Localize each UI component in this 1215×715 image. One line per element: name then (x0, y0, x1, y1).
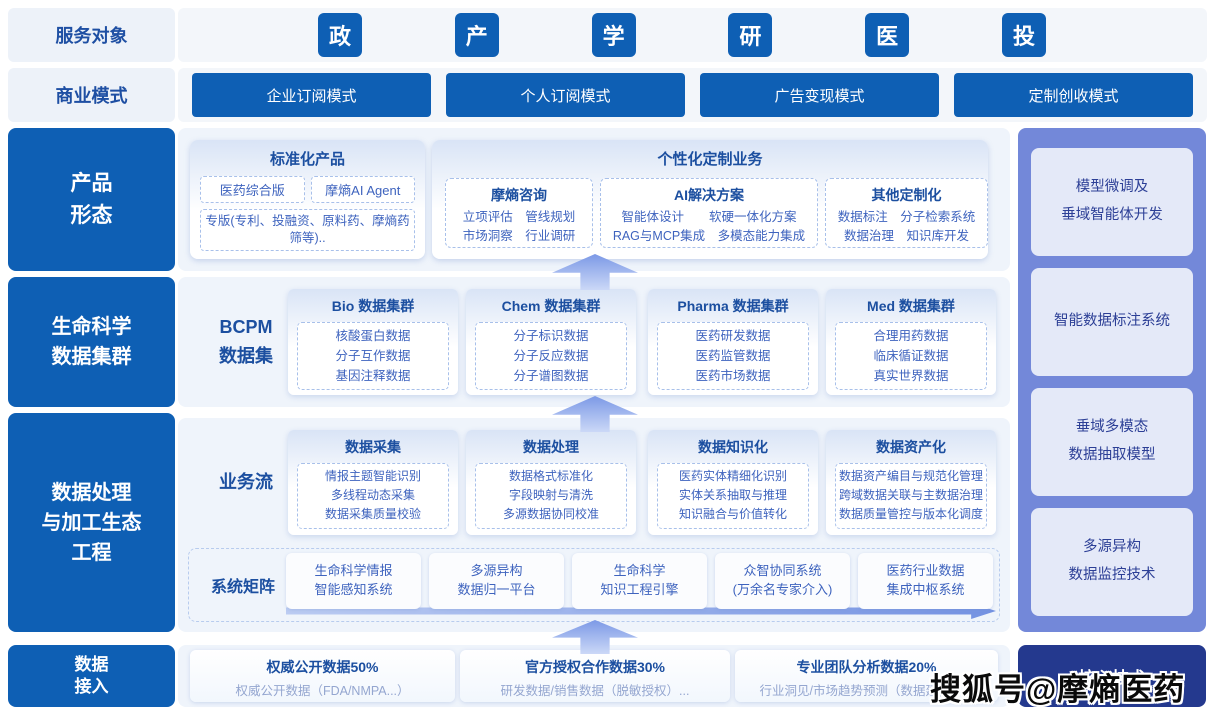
core-tech-label: 核心技术 (1018, 645, 1206, 707)
system-data-unification: 多源异构 数据归一平台 (429, 553, 564, 609)
stage-data-collection: 数据采集 情报主题智能识别 多线程动态采集 数据采集质量校验 (288, 430, 458, 535)
standard-products-card: 标准化产品 医药综合版 摩熵AI Agent 专版(专利、投融资、原料药、摩熵药… (190, 140, 425, 259)
cluster-chem-title: Chem 数据集群 (501, 298, 601, 314)
stage-data-processing-items: 数据格式标准化 字段映射与清洗 多源数据协同校准 (475, 463, 627, 529)
mode-personal-subscription: 个人订阅模式 (446, 73, 685, 117)
cluster-pharma-title: Pharma 数据集群 (677, 298, 789, 314)
chip-special-editions: 专版(专利、投融资、原料药、摩熵药筛等).. (200, 209, 415, 251)
service-objects-label: 服务对象 (8, 8, 175, 62)
core-tech-column: 模型微调及 垂域智能体开发 智能数据标注系统 垂域多模态 数据抽取模型 多源异构… (1018, 128, 1206, 632)
source-authorized-data-title: 官方授权合作数据30% (524, 659, 666, 675)
cluster-med-items: 合理用药数据 临床循证数据 真实世界数据 (835, 322, 987, 390)
system-matrix-panel: 系统矩阵 生命科学情报 智能感知系统 多源异构 数据归一平台 生命科学 知识工程… (188, 548, 1000, 622)
cluster-bio: Bio 数据集群 核酸蛋白数据 分子互作数据 基因注释数据 (288, 289, 458, 395)
group-other-customization: 其他定制化 数据标注 分子检索系统 数据治理 知识库开发 (825, 178, 988, 248)
source-analysis-data-title: 专业团队分析数据20% (796, 659, 937, 675)
system-crowd-collaboration: 众智协同系统 (万余名专家介入) (715, 553, 850, 609)
system-data-integration-hub: 医药行业数据 集成中枢系统 (858, 553, 993, 609)
source-authorized-data: 官方授权合作数据30% 研发数据/销售数据（脱敏授权）... (460, 650, 730, 702)
stage-data-knowledge-items: 医药实体精细化识别 实体关系抽取与推理 知识融合与价值转化 (657, 463, 809, 529)
source-analysis-data: 专业团队分析数据20% 行业洞见/市场趋势预测（数据建模）... (735, 650, 998, 702)
group-consulting: 摩熵咨询 立项评估 管线规划 市场洞察 行业调研 (445, 178, 593, 248)
product-form-row: 标准化产品 医药综合版 摩熵AI Agent 专版(专利、投融资、原料药、摩熵药… (178, 128, 1010, 271)
data-access-row: 权威公开数据50% 权威公开数据（FDA/NMPA...） 官方授权合作数据30… (178, 645, 1010, 707)
cluster-bio-items: 核酸蛋白数据 分子互作数据 基因注释数据 (297, 322, 449, 390)
stage-data-processing: 数据处理 数据格式标准化 字段映射与清洗 多源数据协同校准 (466, 430, 636, 535)
source-public-data: 权威公开数据50% 权威公开数据（FDA/NMPA...） (190, 650, 455, 702)
badge-medical: 医 (865, 13, 910, 57)
business-model-label: 商业模式 (8, 68, 175, 122)
stage-data-assetization-title: 数据资产化 (876, 439, 946, 455)
mode-ad-monetization: 广告变现模式 (700, 73, 939, 117)
badge-gov: 政 (318, 13, 362, 57)
cluster-med-title: Med 数据集群 (867, 298, 955, 314)
system-knowledge-engine: 生命科学 知识工程引擎 (572, 553, 707, 609)
stage-data-collection-items: 情报主题智能识别 多线程动态采集 数据采集质量校验 (297, 463, 449, 529)
system-intelligence-sensing: 生命科学情报 智能感知系统 (286, 553, 421, 609)
left-block-data-processing: 数据处理 与加工生态 工程 (8, 413, 175, 632)
group-ai-solutions-title: AI解决方案 (674, 187, 744, 203)
standard-products-chip-row: 医药综合版 摩熵AI Agent (200, 176, 415, 203)
left-block-product-form: 产品 形态 (8, 128, 175, 271)
badge-academia: 学 (591, 13, 636, 57)
stage-data-processing-title: 数据处理 (523, 439, 579, 455)
watermark: 搜狐号@摩熵医药 (930, 672, 1186, 707)
badge-investment: 投 (1001, 13, 1046, 57)
core-tech-model-finetuning: 模型微调及 垂域智能体开发 (1031, 148, 1193, 256)
core-tech-multimodal-extraction: 垂域多模态 数据抽取模型 (1031, 388, 1193, 496)
cluster-chem: Chem 数据集群 分子标识数据 分子反应数据 分子谱图数据 (466, 289, 636, 395)
stage-data-assetization: 数据资产化 数据资产编目与规范化管理 跨域数据关联与主数据治理 数据质量管控与版… (826, 430, 996, 535)
data-cluster-row: BCPM 数据集 Bio 数据集群 核酸蛋白数据 分子互作数据 基因注释数据 C… (178, 277, 1010, 407)
left-block-data-access: 数据 接入 (8, 645, 175, 707)
stage-data-knowledge: 数据知识化 医药实体精细化识别 实体关系抽取与推理 知识融合与价值转化 (648, 430, 818, 535)
cluster-med: Med 数据集群 合理用药数据 临床循证数据 真实世界数据 (826, 289, 996, 395)
data-processing-row: 业务流 数据采集 情报主题智能识别 多线程动态采集 数据采集质量校验 数据处理 … (178, 418, 1010, 632)
chip-medical-comprehensive: 医药综合版 (200, 176, 305, 203)
source-analysis-data-desc: 行业洞见/市场趋势预测（数据建模）... (759, 684, 974, 698)
cluster-chem-items: 分子标识数据 分子反应数据 分子谱图数据 (475, 322, 627, 390)
bcpm-dataset-label: BCPM 数据集 (219, 317, 273, 366)
cluster-pharma: Pharma 数据集群 医药研发数据 医药监管数据 医药市场数据 (648, 289, 818, 395)
stage-data-assetization-items: 数据资产编目与规范化管理 跨域数据关联与主数据治理 数据质量管控与版本化调度 (835, 463, 987, 529)
group-consulting-title: 摩熵咨询 (491, 187, 547, 203)
chip-ai-agent: 摩熵AI Agent (310, 176, 415, 203)
custom-business-title: 个性化定制业务 (657, 151, 763, 168)
badge-industry: 产 (454, 13, 499, 57)
group-consulting-items: 立项评估 管线规划 市场洞察 行业调研 (462, 210, 576, 243)
standard-products-title: 标准化产品 (269, 151, 345, 168)
cluster-bio-title: Bio 数据集群 (331, 298, 415, 314)
source-authorized-data-desc: 研发数据/销售数据（脱敏授权）... (500, 684, 690, 698)
core-tech-data-annotation: 智能数据标注系统 (1031, 268, 1193, 376)
workflow-label: 业务流 (219, 472, 273, 493)
left-block-life-science-clusters: 生命科学 数据集群 (8, 277, 175, 407)
custom-business-card: 个性化定制业务 摩熵咨询 立项评估 管线规划 市场洞察 行业调研 AI解决方案 … (432, 140, 988, 259)
group-ai-solutions: AI解决方案 智能体设计 软硬一体化方案 RAG与MCP集成 多模态能力集成 (600, 178, 818, 248)
cluster-pharma-items: 医药研发数据 医药监管数据 医药市场数据 (657, 322, 809, 390)
business-model-row: 企业订阅模式 个人订阅模式 广告变现模式 定制创收模式 (178, 68, 1207, 122)
stage-data-knowledge-title: 数据知识化 (698, 439, 768, 455)
source-public-data-desc: 权威公开数据（FDA/NMPA...） (235, 684, 410, 698)
service-objects-badges: 政 产 学 研 医 投 (178, 8, 1207, 62)
badge-research: 研 (728, 13, 773, 57)
mode-custom-revenue: 定制创收模式 (954, 73, 1193, 117)
mode-enterprise-subscription: 企业订阅模式 (192, 73, 431, 117)
source-public-data-title: 权威公开数据50% (266, 659, 379, 675)
group-other-customization-items: 数据标注 分子检索系统 数据治理 知识库开发 (837, 210, 976, 243)
system-matrix-label: 系统矩阵 (211, 579, 276, 596)
core-tech-data-monitoring: 多源异构 数据监控技术 (1031, 508, 1193, 616)
stage-data-collection-title: 数据采集 (345, 439, 401, 455)
group-ai-solutions-items: 智能体设计 软硬一体化方案 RAG与MCP集成 多模态能力集成 (612, 210, 806, 243)
group-other-customization-title: 其他定制化 (871, 187, 942, 203)
